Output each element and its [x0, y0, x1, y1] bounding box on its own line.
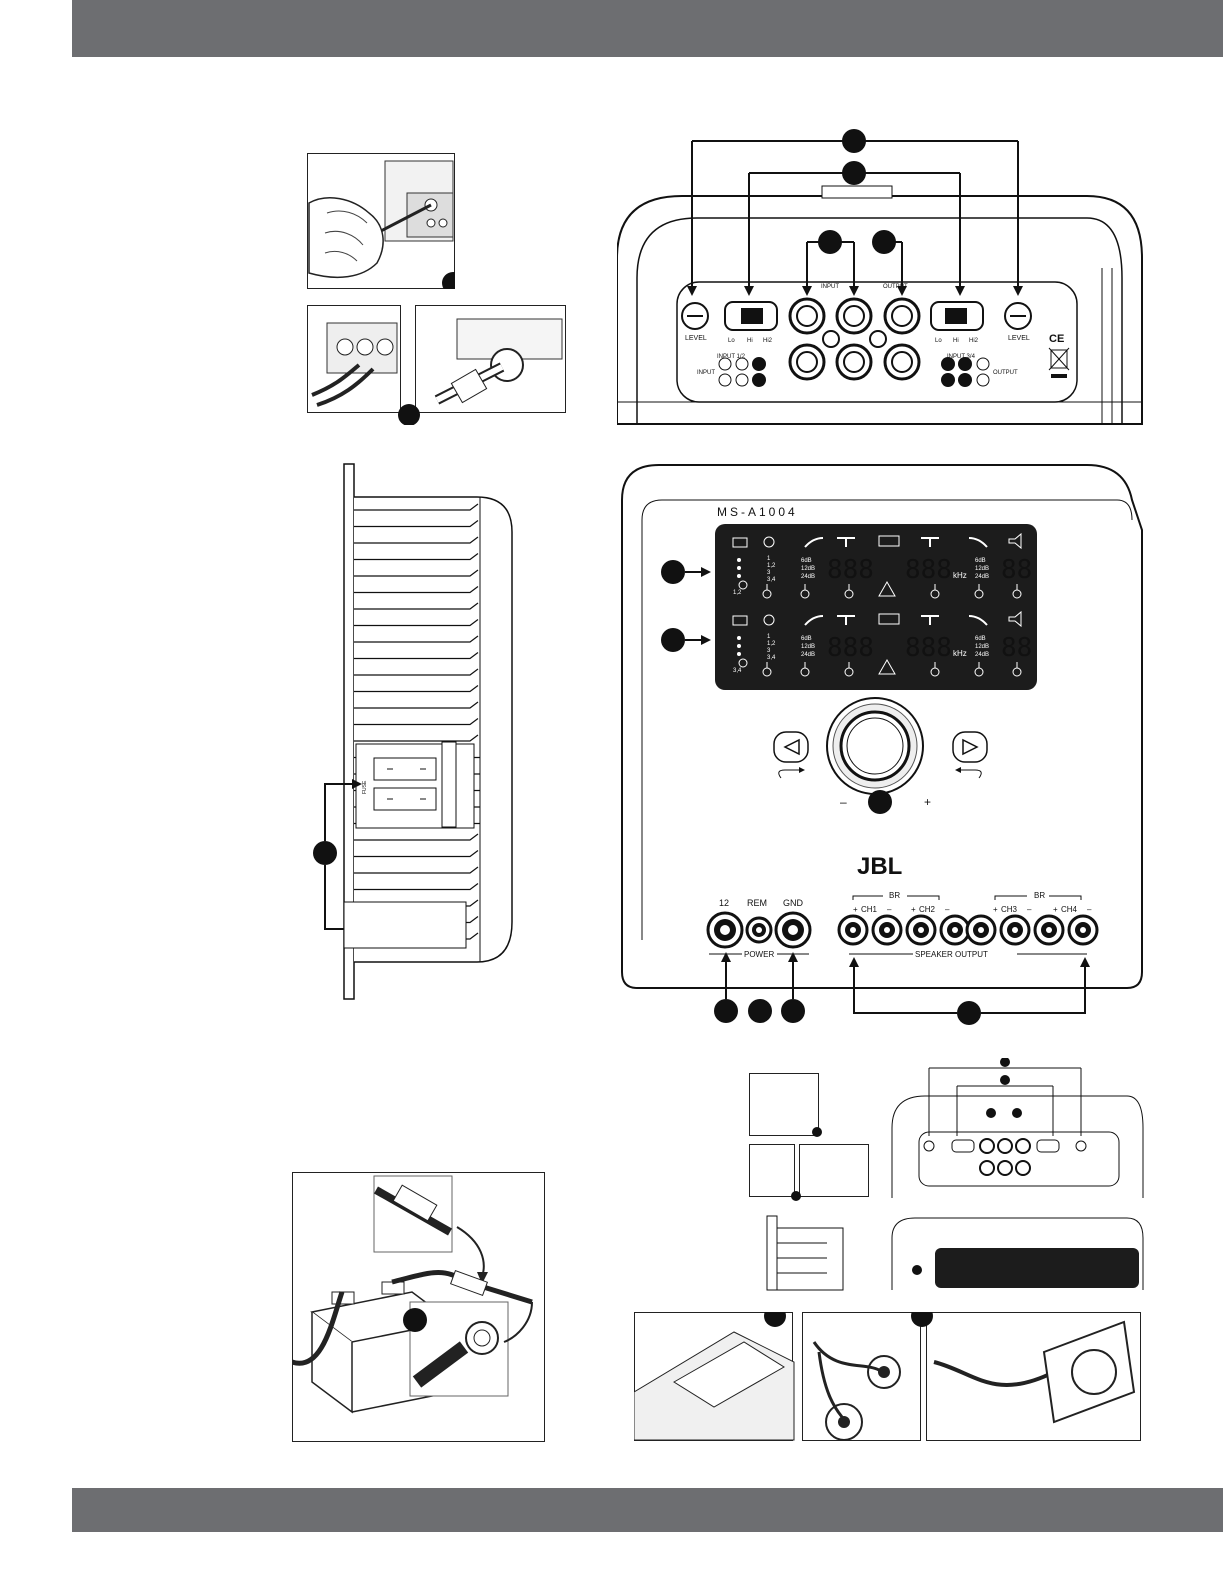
level-label-right: LEVEL	[1008, 335, 1030, 342]
svg-text:–: –	[1027, 905, 1032, 914]
svg-text:–: –	[887, 905, 892, 914]
footer-bar	[72, 1488, 1223, 1532]
svg-text:BR: BR	[1034, 891, 1045, 900]
khz-unit: kHz	[953, 649, 967, 658]
svg-text:–: –	[840, 795, 847, 809]
lcd-display	[715, 524, 1037, 690]
svg-text:Hi: Hi	[747, 338, 753, 344]
rotary-encoder-knob	[827, 698, 923, 794]
svg-text:+: +	[924, 795, 931, 809]
svg-text:Lo: Lo	[728, 338, 735, 344]
callout-marker	[781, 999, 805, 1023]
figure-input-panel: LEVEL LEVEL Lo Hi Hi2 Lo Hi Hi2 INPUT 1/…	[617, 128, 1145, 428]
callout-marker	[313, 841, 337, 865]
callout-marker	[398, 404, 420, 425]
figure-side-view: FUSE	[312, 462, 524, 1002]
svg-text:–: –	[1087, 905, 1092, 914]
callout-marker	[957, 1001, 981, 1025]
callout-marker	[868, 790, 892, 814]
digit-display-3: 88	[1001, 633, 1032, 663]
svg-text:CH1: CH1	[861, 905, 878, 914]
slope-option: 12dB	[975, 644, 989, 650]
svg-text:OUTPUT: OUTPUT	[883, 284, 908, 290]
slope-option: 24dB	[801, 574, 815, 580]
svg-text:INPUT: INPUT	[821, 284, 839, 290]
slope-option: 24dB	[975, 652, 989, 658]
svg-text:+: +	[911, 905, 916, 914]
svg-text:BR: BR	[889, 891, 900, 900]
svg-text:GND: GND	[783, 898, 804, 908]
level-label-left: LEVEL	[685, 335, 707, 342]
svg-text:+: +	[993, 905, 998, 914]
channel-pair-label: 3,4	[733, 668, 742, 674]
slope-option: 24dB	[801, 652, 815, 658]
svg-text:CH4: CH4	[1061, 905, 1078, 914]
figure-rca-connection	[307, 305, 567, 425]
svg-text:Hi: Hi	[953, 338, 959, 344]
svg-text:Hi2: Hi2	[969, 338, 979, 344]
slope-option: 12dB	[801, 566, 815, 572]
slope-option: 12dB	[975, 566, 989, 572]
slope-option: 6dB	[975, 636, 986, 642]
callout-marker	[403, 1308, 427, 1332]
svg-text:FUSE: FUSE	[362, 780, 368, 794]
power-terminals	[708, 913, 810, 947]
svg-text:CH2: CH2	[919, 905, 936, 914]
svg-text:POWER: POWER	[744, 950, 774, 959]
callout-marker	[748, 999, 772, 1023]
channel-pair-label: 1,2	[733, 590, 742, 596]
figure-overview-thumbnails	[747, 1058, 1145, 1294]
svg-text:CH3: CH3	[1001, 905, 1018, 914]
slope-option: 6dB	[801, 558, 812, 564]
khz-unit: kHz	[953, 571, 967, 580]
svg-text:+: +	[1053, 905, 1058, 914]
slope-option: 24dB	[975, 574, 989, 580]
svg-text:–: –	[945, 905, 950, 914]
header-bar	[72, 0, 1223, 57]
channel-option: 3,4	[767, 655, 776, 661]
digit-display-1: 888	[827, 633, 874, 663]
svg-text:INPUT: INPUT	[697, 370, 715, 376]
slope-option: 12dB	[801, 644, 815, 650]
channel-option: 1,2	[767, 641, 776, 647]
svg-text:Lo: Lo	[935, 338, 942, 344]
slope-option: 6dB	[975, 558, 986, 564]
svg-text:12: 12	[719, 898, 729, 908]
slope-option: 6dB	[801, 636, 812, 642]
digit-display-1: 888	[827, 555, 874, 585]
svg-text:+: +	[853, 905, 858, 914]
model-name: MS-A1004	[717, 505, 798, 519]
digit-display-2: 888	[905, 633, 952, 663]
callout-marker	[714, 999, 738, 1023]
channel-option: 3,4	[767, 577, 776, 583]
svg-text:Hi2: Hi2	[763, 338, 773, 344]
svg-text:SPEAKER OUTPUT: SPEAKER OUTPUT	[915, 950, 988, 959]
callout-marker	[661, 628, 685, 652]
svg-text:OUTPUT: OUTPUT	[993, 370, 1018, 376]
figure-speaker-connections	[634, 1312, 1144, 1444]
ce-mark: CE	[1049, 333, 1064, 345]
figure-gain-adjustment	[307, 153, 455, 289]
callout-marker	[661, 560, 685, 584]
brand-logo: JBL	[857, 853, 902, 880]
figure-battery-fuse	[292, 1172, 546, 1444]
digit-display-2: 888	[905, 555, 952, 585]
svg-text:REM: REM	[747, 898, 767, 908]
digit-display-3: 88	[1001, 555, 1032, 585]
channel-option: 1,2	[767, 563, 776, 569]
